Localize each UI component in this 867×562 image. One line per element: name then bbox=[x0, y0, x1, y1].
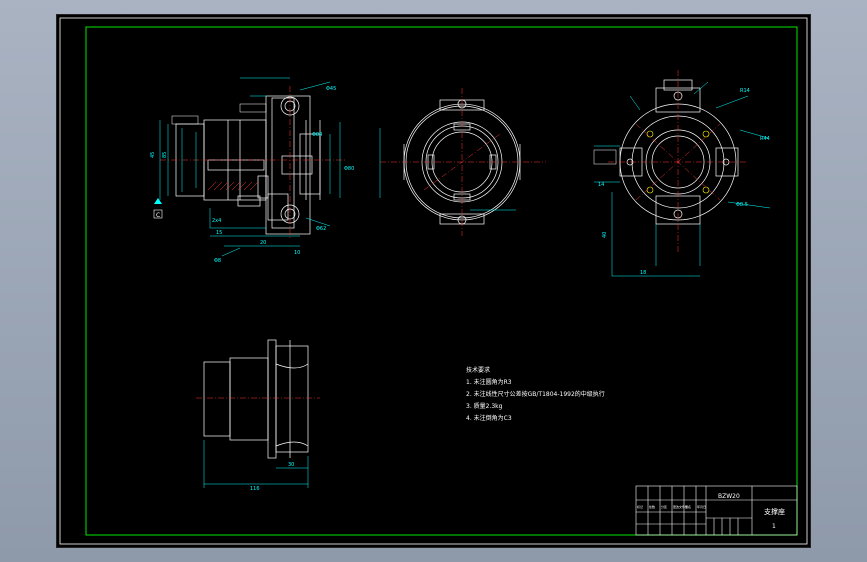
dim-left-7: 20 bbox=[260, 240, 266, 246]
dim-left-4: Φ80 bbox=[344, 166, 354, 172]
tech-requirement-2: 2. 未注线性尺寸公差按GB/T1804-1992的中级执行 bbox=[466, 390, 605, 398]
title-cell-4: 更改文件号 bbox=[673, 504, 688, 509]
tech-requirements-title: 技术要求 bbox=[466, 366, 490, 374]
title-cell-5: 签名 bbox=[685, 504, 691, 509]
datum-label: C bbox=[156, 212, 160, 219]
dim-left-6: 15 bbox=[216, 230, 222, 236]
dim-left-11: Φ62 bbox=[316, 226, 326, 232]
dim-left-3: 2x4 bbox=[212, 218, 221, 224]
datum-box bbox=[153, 209, 163, 219]
left-view-dimensions bbox=[159, 77, 341, 257]
right-view-dimensions bbox=[594, 81, 771, 277]
top-view-dimensions bbox=[203, 440, 309, 488]
title-cell-6: 年月日 bbox=[697, 504, 706, 509]
top-view bbox=[203, 339, 309, 459]
dim-left-5: Φ8 bbox=[214, 258, 221, 264]
dim-right-2: R44 bbox=[760, 136, 770, 142]
datum-triangle bbox=[154, 198, 162, 204]
drawing-frame bbox=[85, 26, 798, 536]
tolerance-frame-1 bbox=[239, 103, 267, 113]
front-view-centerlines bbox=[380, 88, 546, 236]
title-cell-1: 标记 bbox=[637, 504, 643, 509]
front-view-dimensions bbox=[379, 128, 516, 211]
left-view-hatch bbox=[207, 181, 259, 191]
dim-left-2: Φ84 bbox=[312, 132, 322, 138]
tech-requirement-1: 1. 未注圆角为R3 bbox=[466, 378, 512, 386]
dim-bottom-2: 116 bbox=[250, 486, 260, 492]
dim-right-5: 18 bbox=[640, 270, 646, 276]
left-view-centerlines bbox=[160, 86, 345, 240]
dim-right-3: Φ8.5 bbox=[736, 202, 748, 208]
title-block bbox=[635, 485, 798, 536]
drawing-sheet bbox=[56, 14, 811, 548]
left-section-view bbox=[175, 95, 321, 235]
right-view-centerlines bbox=[608, 70, 748, 252]
title-part-name: 支撑座 bbox=[764, 507, 785, 516]
dim-right-6: 40 bbox=[602, 232, 608, 238]
sheet-outer-border bbox=[59, 17, 808, 545]
tech-requirement-3: 3. 质量2.3kg bbox=[466, 402, 503, 410]
right-view bbox=[619, 79, 739, 225]
title-drawing-code: BZW20 bbox=[718, 493, 740, 500]
title-cell-3: 分区 bbox=[661, 504, 667, 509]
title-cell-2: 处数 bbox=[649, 504, 655, 509]
dim-left-1: Φ45 bbox=[326, 86, 336, 92]
tolerance-frame-2 bbox=[171, 115, 199, 125]
dim-left-9: 45 bbox=[150, 152, 156, 158]
dim-left-10: 85 bbox=[162, 152, 168, 158]
dim-right-4: 14 bbox=[598, 182, 604, 188]
dim-right-1: R14 bbox=[740, 88, 750, 94]
dim-bottom-1: 30 bbox=[288, 462, 294, 468]
tech-requirement-4: 4. 未注倒角为C3 bbox=[466, 414, 512, 422]
dim-left-8: 10 bbox=[294, 250, 300, 256]
title-scale: 1 bbox=[772, 523, 776, 530]
tolerance-frame-3 bbox=[593, 149, 617, 165]
